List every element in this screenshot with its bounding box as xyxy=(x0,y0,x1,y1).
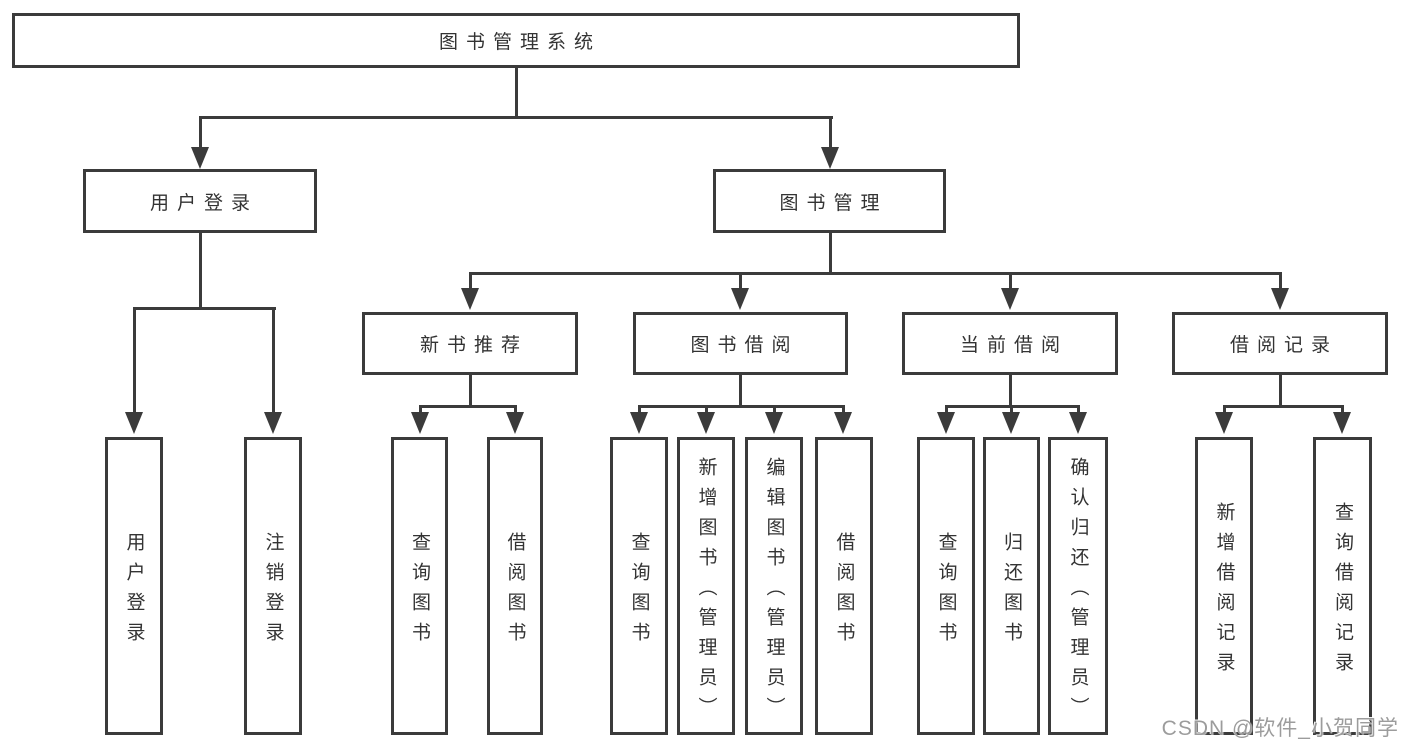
connector-login-stem xyxy=(199,233,202,310)
node-label: 查询借阅记录 xyxy=(1332,501,1353,682)
node-label: 注销登录 xyxy=(262,531,284,652)
connector-to-add-books xyxy=(705,405,708,414)
arrowhead-book-borrow xyxy=(731,288,749,310)
node-label: 查询图书 xyxy=(935,531,957,652)
node-library-system-root: 图书管理系统 xyxy=(12,13,1020,68)
node-label: 归还图书 xyxy=(1001,531,1022,652)
connector-to-add-record xyxy=(1223,405,1226,414)
node-label: 图书管理 xyxy=(779,192,888,214)
arrowhead-current-borrow xyxy=(1001,288,1019,310)
node-label: 新增借阅记录 xyxy=(1213,501,1235,682)
leaf-query-books-borrow: 查询图书 xyxy=(610,437,668,735)
connector-to-book-borrow xyxy=(739,272,742,290)
connector-to-confirm-return xyxy=(1077,405,1080,414)
node-label: 查询图书 xyxy=(409,531,430,652)
connector-to-query-books-1 xyxy=(419,405,422,414)
leaf-user-login: 用户登录 xyxy=(105,437,163,735)
leaf-add-borrow-record: 新增借阅记录 xyxy=(1195,437,1253,735)
node-label: 编辑图书（管理员） xyxy=(763,456,785,727)
node-label: 图书借阅 xyxy=(690,335,799,356)
arrowhead-edit-books xyxy=(765,412,783,434)
arrowhead-leaf-user-login xyxy=(125,412,143,434)
connector-borrow-split xyxy=(638,405,845,408)
node-label: 当前借阅 xyxy=(959,335,1068,356)
connector-to-new-book xyxy=(469,272,472,290)
node-label: 新增图书（管理员） xyxy=(695,456,717,727)
leaf-edit-books-admin: 编辑图书（管理员） xyxy=(745,437,803,735)
arrowhead-borrow-records xyxy=(1271,288,1289,310)
node-label: 用户登录 xyxy=(149,192,258,214)
connector-management-stem xyxy=(829,233,832,275)
leaf-query-books-current: 查询图书 xyxy=(917,437,975,735)
connector-to-borrow-records xyxy=(1279,272,1282,290)
leaf-borrow-books-newbook: 借阅图书 xyxy=(487,437,543,735)
arrowhead-confirm-return xyxy=(1069,412,1087,434)
connector-management-split xyxy=(469,272,1282,275)
leaf-logout: 注销登录 xyxy=(244,437,302,735)
connector-records-split xyxy=(1223,405,1344,408)
node-label: 查询图书 xyxy=(628,531,650,652)
leaf-borrow-books-borrow: 借阅图书 xyxy=(815,437,873,735)
connector-to-query-record xyxy=(1341,405,1344,414)
arrowhead-add-record xyxy=(1215,412,1233,434)
node-label: 借阅图书 xyxy=(504,531,526,652)
leaf-query-books-newbook: 查询图书 xyxy=(391,437,448,735)
connector-borrow-stem xyxy=(739,375,742,407)
connector-login-split xyxy=(133,307,276,310)
connector-to-borrow-books-2 xyxy=(842,405,845,414)
connector-to-current-borrow xyxy=(1009,272,1012,290)
node-borrow-records: 借阅记录 xyxy=(1172,312,1388,375)
connector-to-return-books xyxy=(1010,405,1013,414)
leaf-add-books-admin: 新增图书（管理员） xyxy=(677,437,735,735)
node-label: 借阅图书 xyxy=(833,531,855,652)
connector-current-stem xyxy=(1009,375,1012,407)
arrowhead-borrow-books-1 xyxy=(506,412,524,434)
connector-newbook-stem xyxy=(469,375,472,407)
connector-to-leaf-user-login xyxy=(133,307,136,414)
node-book-management: 图书管理 xyxy=(713,169,946,233)
connector-root-stem xyxy=(515,68,518,117)
connector-to-user-login xyxy=(199,117,202,149)
connector-to-query-books-3 xyxy=(945,405,948,414)
arrowhead-borrow-books-2 xyxy=(834,412,852,434)
leaf-confirm-return-admin: 确认归还（管理员） xyxy=(1048,437,1108,735)
arrowhead-add-books xyxy=(697,412,715,434)
node-current-borrow: 当前借阅 xyxy=(902,312,1118,375)
leaf-return-books: 归还图书 xyxy=(983,437,1040,735)
arrowhead-book-management xyxy=(821,147,839,169)
arrowhead-query-books-3 xyxy=(937,412,955,434)
arrowhead-query-books-1 xyxy=(411,412,429,434)
node-label: 用户登录 xyxy=(123,531,145,652)
node-label: 确认归还（管理员） xyxy=(1067,456,1089,727)
node-label: 借阅记录 xyxy=(1229,335,1338,356)
csdn-watermark: CSDN @软件_小贺同学 xyxy=(1161,717,1399,740)
arrowhead-user-login xyxy=(191,147,209,169)
connector-newbook-split xyxy=(419,405,517,408)
connector-to-borrow-books-1 xyxy=(514,405,517,414)
connector-to-book-management xyxy=(829,117,832,149)
arrowhead-query-books-2 xyxy=(630,412,648,434)
leaf-query-borrow-record: 查询借阅记录 xyxy=(1313,437,1372,735)
arrowhead-new-book xyxy=(461,288,479,310)
connector-to-query-books-2 xyxy=(638,405,641,414)
arrowhead-query-record xyxy=(1333,412,1351,434)
node-new-book-recommend: 新书推荐 xyxy=(362,312,578,375)
arrowhead-return-books xyxy=(1002,412,1020,434)
connector-root-split xyxy=(199,116,833,119)
connector-records-stem xyxy=(1279,375,1282,407)
node-label: 图书管理系统 xyxy=(438,32,601,53)
connector-to-edit-books xyxy=(773,405,776,414)
node-label: 新书推荐 xyxy=(419,335,528,356)
node-book-borrow: 图书借阅 xyxy=(633,312,848,375)
node-user-login: 用户登录 xyxy=(83,169,317,233)
connector-to-leaf-logout xyxy=(272,307,275,414)
arrowhead-leaf-logout xyxy=(264,412,282,434)
